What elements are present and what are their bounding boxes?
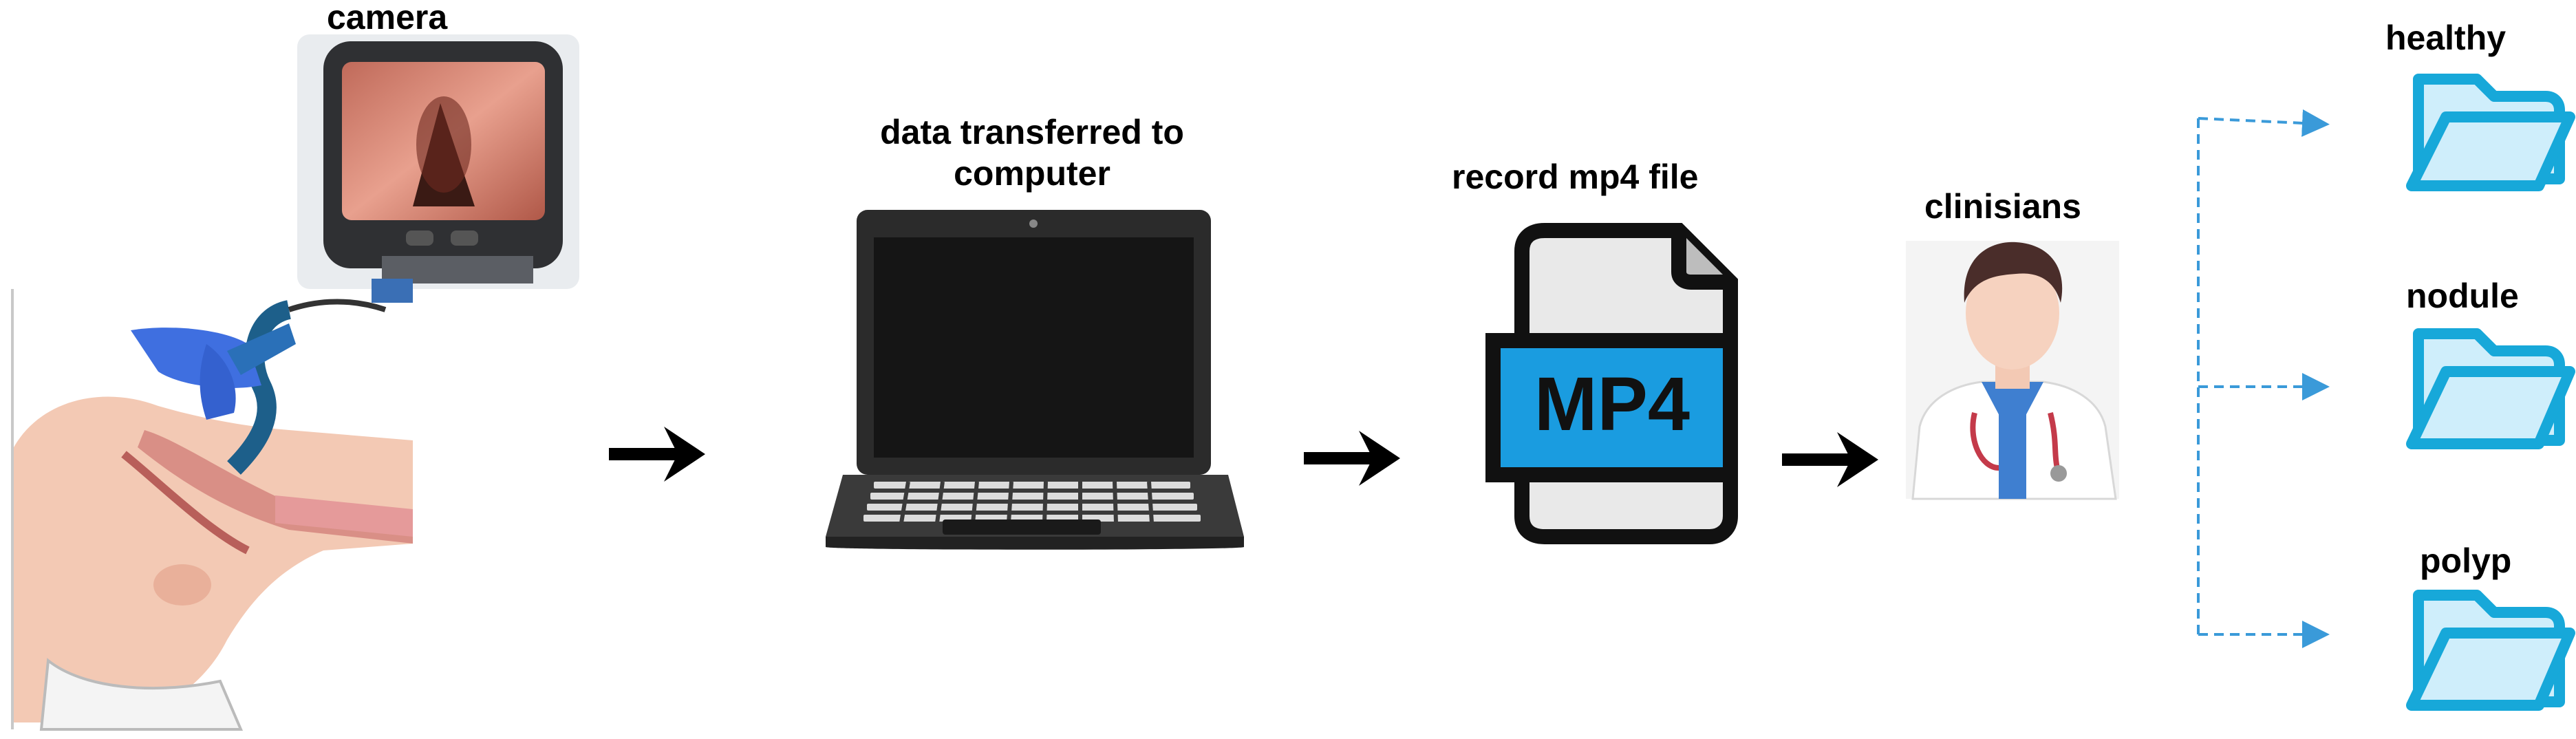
folder-polyp-icon	[2406, 590, 2575, 711]
patient-laryngoscope-icon	[11, 289, 413, 731]
transfer-label: data transferred to computer	[880, 113, 1184, 193]
clinician-icon	[1906, 241, 2119, 500]
flow-arrow-2	[1304, 431, 1400, 486]
healthy-label: healthy	[2385, 19, 2507, 57]
mp4-file-icon: MP4	[1485, 223, 1738, 544]
nodule-label: nodule	[2406, 277, 2519, 315]
camera-label: camera	[327, 0, 448, 36]
laptop-icon	[826, 210, 1244, 550]
polyp-label: polyp	[2420, 542, 2512, 580]
flow-arrow-1	[609, 427, 705, 482]
record-label: record mp4 file	[1452, 158, 1699, 196]
clinicians-label: clinisians	[1924, 187, 2081, 226]
flow-arrow-3	[1782, 432, 1878, 487]
folder-nodule-icon	[2406, 328, 2575, 449]
branch-connector	[2197, 109, 2330, 648]
camera-device-icon	[297, 34, 579, 303]
mp4-badge-text: MP4	[1534, 362, 1690, 447]
folder-healthy-icon	[2406, 74, 2575, 191]
